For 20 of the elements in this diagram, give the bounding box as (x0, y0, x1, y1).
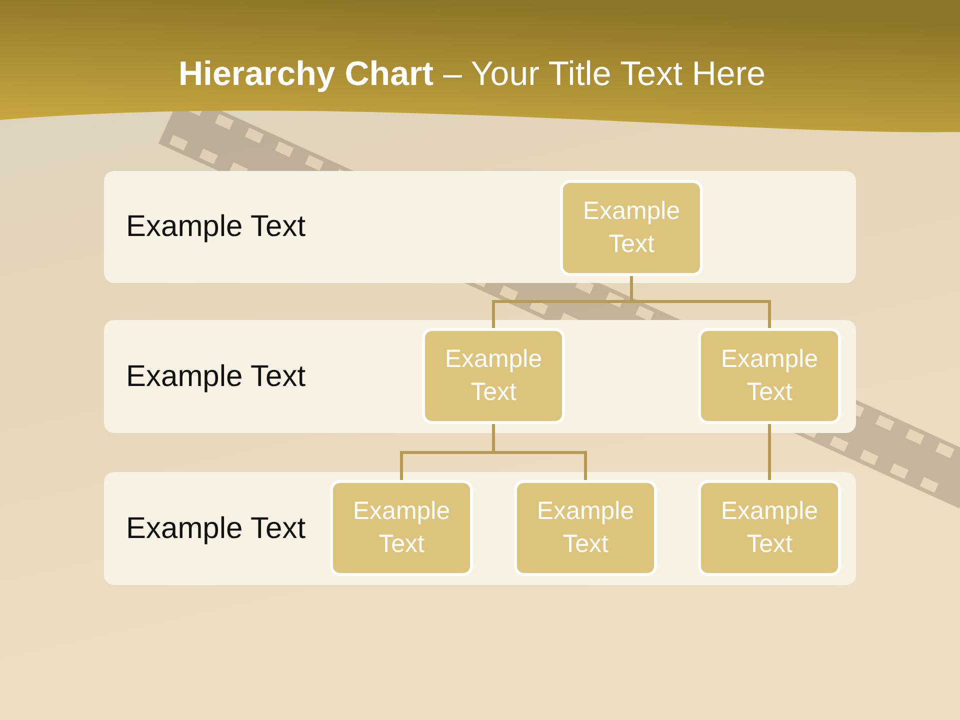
tier-band (104, 320, 856, 433)
org-chart-box (422, 328, 565, 424)
box-label: Example Text (352, 496, 452, 560)
connector-line (768, 424, 771, 480)
box-label: Example Text (444, 344, 544, 408)
tier-label: Example Text (126, 510, 306, 546)
org-chart-box (514, 480, 657, 576)
org-chart-box (330, 480, 473, 576)
tier-band (104, 472, 856, 585)
org-chart-box (698, 328, 841, 424)
org-chart-box (560, 180, 703, 276)
slide-title: Hierarchy Chart – Your Title Text Here (178, 54, 766, 94)
tier-band (104, 171, 856, 283)
org-chart-box (698, 480, 841, 576)
box-label: Example Text (720, 344, 820, 408)
box-label: Example Text (582, 196, 682, 260)
box-label: Example Text (720, 496, 820, 560)
tier-label: Example Text (126, 209, 306, 245)
box-label: Example Text (536, 496, 636, 560)
tier-label: Example Text (126, 358, 306, 394)
